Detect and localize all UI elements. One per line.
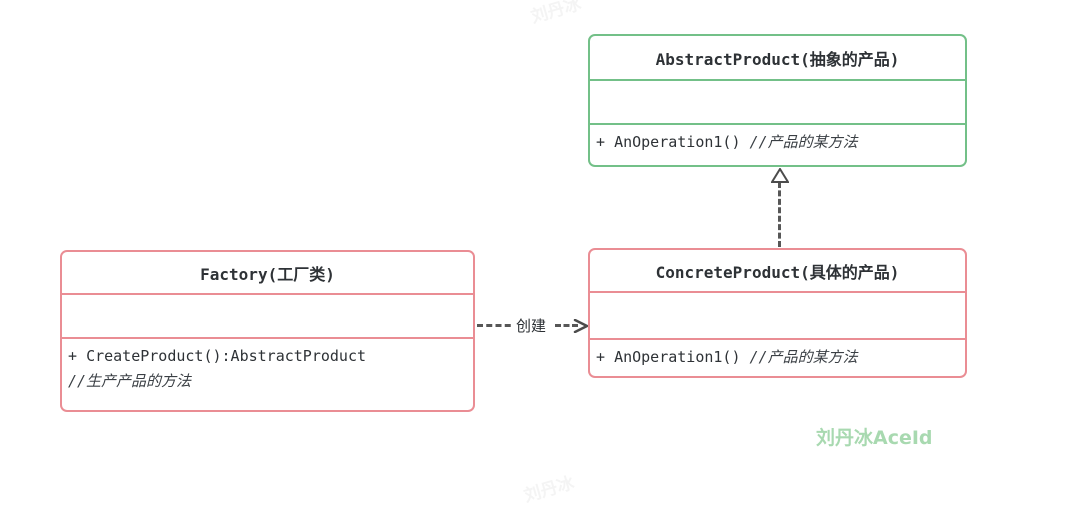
class-box-factory[interactable]: Factory(工厂类) + CreateProduct():AbstractP… <box>60 250 475 412</box>
class-attributes-concrete-product <box>590 293 965 340</box>
operation-comment: //生产产品的方法 <box>68 372 192 390</box>
class-operations-factory: + CreateProduct():AbstractProduct //生产产品… <box>62 339 473 410</box>
operation-visibility: + <box>596 348 606 366</box>
class-box-concrete-product[interactable]: ConcreteProduct(具体的产品) + AnOperation1() … <box>588 248 967 378</box>
operation-line-signature: + CreateProduct():AbstractProduct <box>68 344 473 369</box>
class-title-concrete-product: ConcreteProduct(具体的产品) <box>590 250 965 293</box>
realization-hollow-triangle-icon <box>770 167 790 187</box>
class-attributes-abstract-product <box>590 81 965 125</box>
class-attributes-factory <box>62 295 473 339</box>
background-watermark-top: 刘丹冰 <box>528 0 584 28</box>
class-box-abstract-product[interactable]: AbstractProduct(抽象的产品) + AnOperation1() … <box>588 34 967 167</box>
operation-comment: //产品的某方法 <box>749 133 858 151</box>
class-title-factory: Factory(工厂类) <box>62 252 473 295</box>
dependency-connector-line-right <box>555 324 578 327</box>
dependency-connector-line-left <box>477 324 520 327</box>
class-operations-abstract-product: + AnOperation1() //产品的某方法 <box>590 125 965 165</box>
class-title-abstract-product: AbstractProduct(抽象的产品) <box>590 36 965 81</box>
author-watermark: 刘丹冰AceId <box>816 427 933 449</box>
operation-signature: CreateProduct():AbstractProduct <box>86 347 367 365</box>
operation-signature: AnOperation1() <box>614 348 741 366</box>
dependency-connector-label: 创建 <box>514 315 549 336</box>
dependency-open-arrow-icon <box>573 318 589 334</box>
operation-visibility: + <box>596 133 606 151</box>
background-watermark-bottom: 刘丹冰 <box>521 473 577 507</box>
operation-signature: AnOperation1() <box>614 133 741 151</box>
realization-connector-line <box>778 182 781 247</box>
operation-visibility: + <box>68 347 78 365</box>
operation-comment: //产品的某方法 <box>749 348 858 366</box>
class-operations-concrete-product: + AnOperation1() //产品的某方法 <box>590 340 965 376</box>
